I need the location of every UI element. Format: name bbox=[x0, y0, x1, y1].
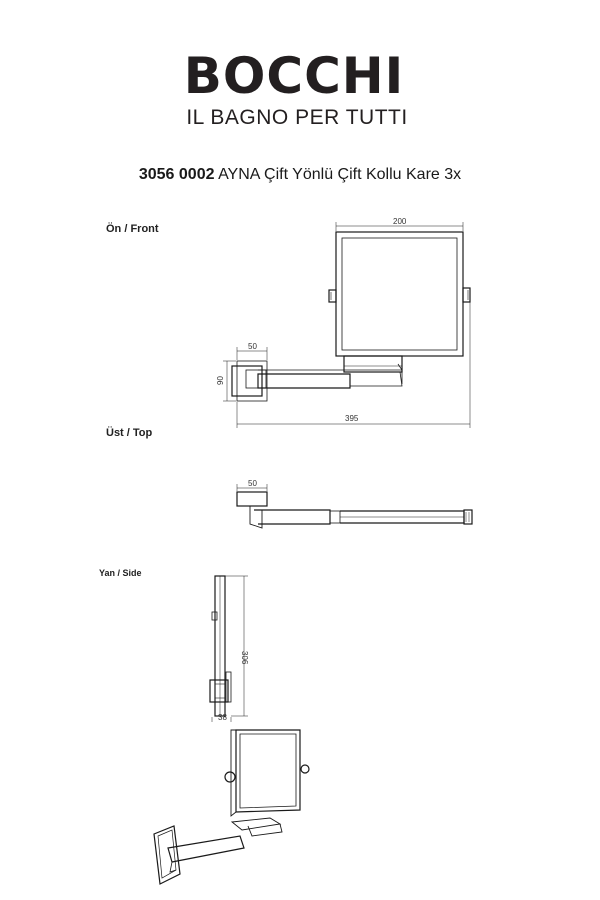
dim-front-plate-height: 90 bbox=[216, 376, 225, 385]
dim-front-plate-width: 50 bbox=[248, 342, 257, 351]
brand-logo: BOCCHI IL BAGNO PER TUTTI bbox=[0, 48, 600, 130]
side-view-drawing bbox=[209, 575, 248, 722]
perspective-right-knob bbox=[300, 764, 310, 774]
top-wall-plate bbox=[236, 491, 268, 507]
front-mirror-glass bbox=[341, 237, 458, 351]
perspective-mirror-frame bbox=[235, 729, 301, 813]
front-view-drawing bbox=[223, 222, 471, 428]
top-view-drawing bbox=[236, 484, 473, 529]
front-right-pivot bbox=[462, 287, 471, 303]
product-code: 3056 0002 bbox=[138, 166, 215, 183]
product-description: AYNA Çift Yönlü Çift Kollu Kare 3x bbox=[218, 166, 462, 183]
top-right-pivot bbox=[463, 509, 473, 525]
brand-name: BOCCHI bbox=[183, 47, 405, 105]
brand-tagline: IL BAGNO PER TUTTI bbox=[186, 106, 408, 129]
front-left-pivot bbox=[328, 289, 337, 303]
dim-mirror-width: 200 bbox=[393, 217, 407, 226]
front-mirror-frame bbox=[335, 231, 464, 357]
top-view-label: Üst / Top bbox=[106, 427, 153, 439]
perspective-view-drawing bbox=[153, 729, 310, 885]
perspective-left-knob bbox=[224, 771, 236, 783]
perspective-wall-plate bbox=[153, 825, 181, 885]
product-title: 3056 0002 AYNA Çift Yönlü Çift Kollu Kar… bbox=[0, 166, 600, 184]
dim-top-plate-width: 50 bbox=[248, 479, 257, 488]
side-view-label: Yan / Side bbox=[99, 568, 142, 578]
perspective-arm bbox=[167, 835, 245, 863]
side-wall-plate bbox=[209, 679, 229, 703]
dim-total-length: 395 bbox=[345, 414, 359, 423]
dim-side-depth: 38 bbox=[218, 713, 227, 722]
front-wall-plate bbox=[231, 365, 263, 397]
top-arm bbox=[254, 509, 331, 525]
dim-side-height: 306 bbox=[240, 651, 249, 665]
front-view-label: Ön / Front bbox=[106, 223, 159, 235]
front-arm-lower bbox=[257, 373, 351, 389]
